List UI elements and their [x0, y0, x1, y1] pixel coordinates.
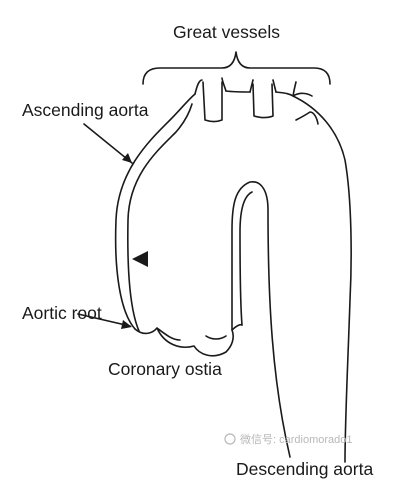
aorta-outer-wall	[114, 90, 352, 463]
label-great-vessels: Great vessels	[173, 22, 280, 42]
ascending-aorta-leader	[83, 123, 133, 164]
ascending-aorta-arrowhead	[122, 153, 132, 163]
label-aortic-root: Aortic root	[22, 303, 102, 323]
watermark: 微信号: cardiomorado1	[224, 432, 353, 446]
label-descending-aorta: Descending aorta	[236, 459, 373, 479]
aortic-root-arrowhead	[121, 320, 132, 329]
left-common-carotid	[249, 79, 277, 119]
aortic-arch-inner-wall	[231, 181, 291, 458]
aortic-sinuses	[134, 323, 243, 357]
label-ascending-aorta: Ascending aorta	[22, 100, 149, 120]
left-subclavian	[292, 81, 319, 125]
great-vessels-bracket	[142, 51, 331, 85]
aortic-root-leader	[77, 313, 131, 327]
aortic-arch-inner-contour	[239, 191, 253, 326]
label-coronary-ostia: Coronary ostia	[108, 359, 222, 379]
wechat-icon	[224, 433, 236, 445]
brachiocephalic-trunk	[194, 77, 227, 123]
sinotubular-junction-marker	[132, 251, 148, 267]
watermark-text: 微信号: cardiomorado1	[240, 432, 353, 446]
ascending-aorta-inner-wall	[127, 103, 193, 332]
